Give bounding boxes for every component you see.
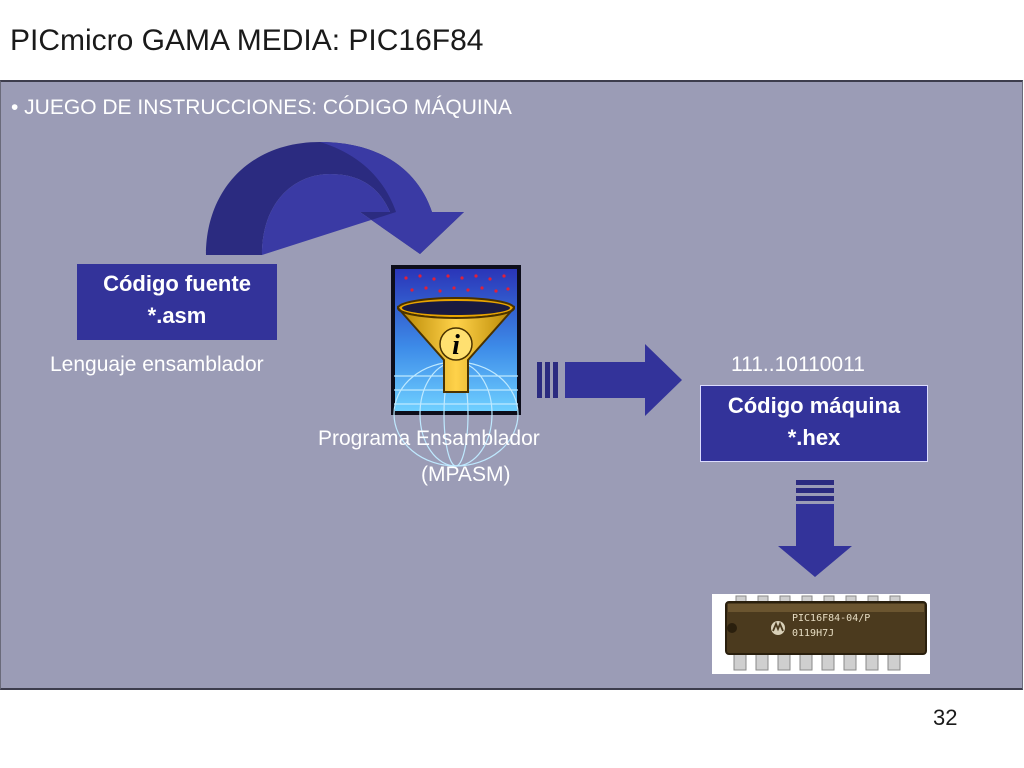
machine-code-ext: *.hex: [787, 425, 841, 450]
binary-sample: 111..10110011: [731, 353, 865, 376]
curved-arrow-icon: [206, 142, 464, 255]
assembler-name: Programa Ensamblador: [318, 427, 540, 450]
bullet-heading: • JUEGO DE INSTRUCCIONES: CÓDIGO MÁQUINA: [11, 96, 512, 119]
funnel-info-icon: i: [391, 265, 521, 467]
source-code-title: Código fuente: [103, 271, 251, 296]
chip-marking-line1: PIC16F84-04/P: [792, 613, 870, 624]
right-arrow-icon: [537, 344, 682, 416]
assembler-abbr: (MPASM): [421, 463, 511, 486]
machine-code-box: Código máquina *.hex: [700, 385, 928, 462]
down-arrow-icon: [778, 480, 852, 577]
source-code-box: Código fuente *.asm: [77, 264, 277, 340]
slide-title: PICmicro GAMA MEDIA: PIC16F84: [10, 24, 484, 57]
chip-marking-line2: 0119H7J: [792, 628, 834, 639]
source-code-ext: *.asm: [147, 303, 207, 328]
pic-chip-image: PIC16F84-04/P 0119H7J: [712, 594, 930, 674]
machine-code-title: Código máquina: [727, 393, 901, 418]
info-glyph: i: [452, 330, 460, 361]
source-language-caption: Lenguaje ensamblador: [50, 353, 264, 376]
page-number: 32: [933, 705, 958, 730]
